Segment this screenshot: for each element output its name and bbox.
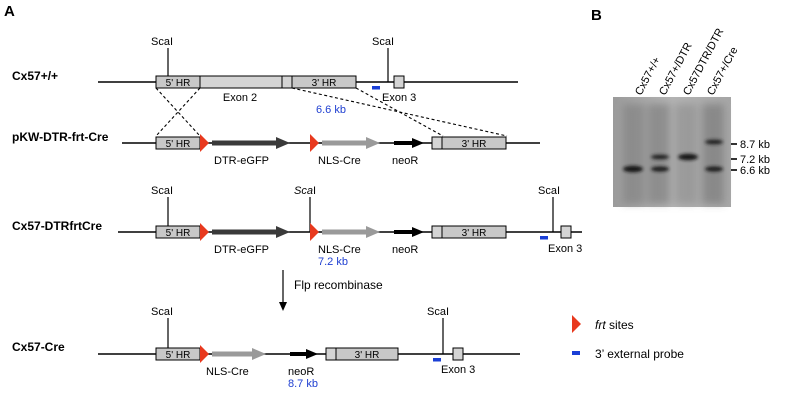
scal-italic-part: Sca <box>294 185 313 197</box>
dtr-arrow-head-targeted <box>276 226 290 238</box>
hr3-label-cre: 3' HR <box>355 350 380 361</box>
scal-label-targeted-2: ScaI <box>294 185 316 197</box>
exon2-box <box>199 75 283 89</box>
probe-cre <box>433 358 441 362</box>
hr5-label-cre: 5' HR <box>166 350 191 361</box>
neo-arrow-head-vector <box>412 138 424 148</box>
row-label-cre: Cx57-Cre <box>12 340 65 354</box>
nls-label-targeted: NLS-Cre <box>318 244 361 256</box>
scal-label-cre-2: ScaI <box>427 306 449 318</box>
frt-site-cre <box>200 345 209 363</box>
frt-site-targeted-1 <box>200 223 209 241</box>
fragment-size-wt: 6.6 kb <box>316 104 346 116</box>
exon3-box-targeted <box>560 225 572 239</box>
band-lane4-6-6kb <box>705 166 723 172</box>
neo-arrow-head-targeted <box>412 227 424 237</box>
legend-probe-marker <box>572 351 580 355</box>
scal-roman-part: I <box>313 185 316 197</box>
southern-blot <box>613 97 731 207</box>
lane-smear-4 <box>702 104 724 204</box>
homology-lines <box>155 87 508 137</box>
frt-site-vector-1 <box>200 134 209 152</box>
exon3-box-wt <box>393 75 405 89</box>
vector-construct: pKW-DTR-frt-Cre 5' HR DTR-eGFP NLS-Cre n… <box>12 130 540 167</box>
probe-targeted <box>540 236 548 240</box>
hr3-label-wt: 3' HR <box>312 78 337 89</box>
hr5-label-wt: 5' HR <box>166 78 191 89</box>
lane-labels: Cx57+/+ Cx57+/DTR Cx57DTR/DTR Cx57+/Cre <box>633 26 740 97</box>
hr3-box-wt <box>291 75 357 89</box>
scal-label-wt-1: ScaI <box>151 36 173 48</box>
exon2-utr-box-vector <box>431 136 443 150</box>
neo-label-targeted: neoR <box>392 244 418 256</box>
nls-arrow-head-cre <box>252 348 266 360</box>
exon2-utr-box-targeted <box>431 225 443 239</box>
panel-b-label: B <box>591 7 602 24</box>
marker-label-6-6kb: 6.6 kb <box>740 165 770 177</box>
dtr-label-vector: DTR-eGFP <box>214 155 269 167</box>
marker-label-8-7kb: 8.7 kb <box>740 139 770 151</box>
dtr-arrow-head-vector <box>276 137 290 149</box>
exon3-label-cre: Exon 3 <box>441 364 475 376</box>
band-lane3-7-2kb <box>678 153 698 161</box>
scal-label-cre-1: ScaI <box>151 306 173 318</box>
scal-label-wt-2: ScaI <box>372 36 394 48</box>
exon2-utr-box <box>281 75 293 89</box>
lane-smear-1 <box>623 104 645 204</box>
row-label-wt: Cx57+/+ <box>12 69 58 83</box>
hr3-box-vector <box>441 136 507 150</box>
flp-step: Flp recombinase <box>279 270 383 311</box>
flp-label: Flp recombinase <box>294 278 383 292</box>
neo-arrow-head-cre <box>306 349 318 359</box>
exon3-box-cre <box>452 347 464 361</box>
hr3-label-vector: 3' HR <box>462 139 487 150</box>
hr3-label-targeted: 3' HR <box>462 228 487 239</box>
legend-frt-marker <box>572 315 581 333</box>
flp-arrow-head <box>279 302 287 311</box>
exon2-label: Exon 2 <box>223 92 257 104</box>
marker-label-7-2kb: 7.2 kb <box>740 154 770 166</box>
nls-label-cre: NLS-Cre <box>206 366 249 378</box>
frt-site-vector-2 <box>310 134 319 152</box>
exon3-label-wt: Exon 3 <box>382 92 416 104</box>
probe-wt <box>372 86 380 90</box>
hr3-box-cre <box>335 347 399 361</box>
band-lane2-6-6kb <box>651 166 669 172</box>
nls-label-vector: NLS-Cre <box>318 155 361 167</box>
band-lane2-7-2kb <box>651 154 669 160</box>
neo-label-vector: neoR <box>392 155 418 167</box>
targeted-allele: Cx57-DTRfrtCre ScaI ScaI ScaI 5' HR DTR-… <box>12 185 582 268</box>
wt-allele: Cx57+/+ ScaI ScaI 5' HR Exon 2 3' HR Exo… <box>12 36 518 116</box>
blot-bands <box>623 139 723 173</box>
legend-frt-rest: sites <box>606 318 634 332</box>
cre-allele: Cx57-Cre ScaI ScaI 5' HR NLS-Cre neoR 8.… <box>12 306 520 390</box>
fragment-size-cre: 8.7 kb <box>288 378 318 390</box>
nls-arrow-head-vector <box>366 137 380 149</box>
nls-arrow-head-targeted <box>366 226 380 238</box>
row-label-vector: pKW-DTR-frt-Cre <box>12 130 109 144</box>
row-label-targeted: Cx57-DTRfrtCre <box>12 219 102 233</box>
panel-a-label: A <box>4 3 15 20</box>
dtr-label-targeted: DTR-eGFP <box>214 244 269 256</box>
hr5-label-vector: 5' HR <box>166 139 191 150</box>
legend-probe-label: 3’ external probe <box>595 347 684 361</box>
exon2-utr-box-cre <box>325 347 337 361</box>
hr5-label-targeted: 5' HR <box>166 228 191 239</box>
band-lane1-6-6kb <box>623 165 643 173</box>
exon3-label-targeted: Exon 3 <box>548 243 582 255</box>
lane-smear-2 <box>648 104 670 204</box>
size-markers: 8.7 kb 7.2 kb 6.6 kb <box>731 139 770 177</box>
scal-label-targeted-1: ScaI <box>151 185 173 197</box>
legend-frt-italic: frt <box>595 318 606 332</box>
hr3-box-targeted <box>441 225 507 239</box>
band-lane4-8-7kb <box>705 139 723 145</box>
legend-frt-label: frt sites <box>595 318 634 332</box>
scal-label-targeted-3: ScaI <box>538 185 560 197</box>
homology-line-4 <box>355 87 444 137</box>
legend: frt sites 3’ external probe <box>572 315 684 361</box>
frt-site-targeted-2 <box>310 223 319 241</box>
neo-label-cre: neoR <box>288 366 314 378</box>
fragment-size-targeted: 7.2 kb <box>318 256 348 268</box>
